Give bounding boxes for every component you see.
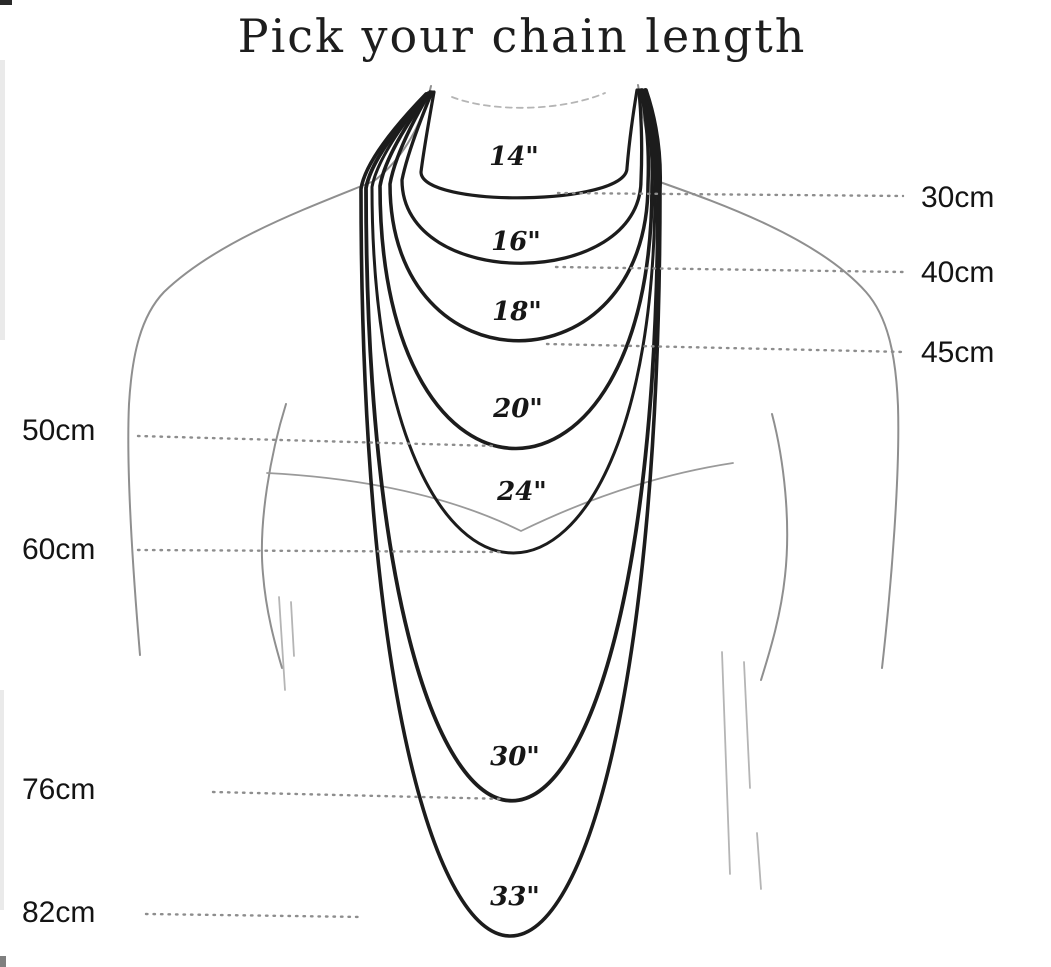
leader-line-45cm (545, 342, 907, 354)
inch-label-16in: 16" (491, 227, 541, 257)
scan-smudge-left-edge (0, 60, 5, 340)
leader-line-82cm (144, 912, 364, 919)
inch-label-18in: 18" (492, 297, 542, 327)
chain-curve-33in (359, 88, 663, 938)
torso-side-right-line (760, 413, 789, 681)
scan-mark-top-left (0, 0, 12, 5)
shoulder-arm-left-line (127, 180, 375, 656)
scan-mark-bottom-left (0, 956, 6, 967)
cm-labels: 30cm 40cm 45cm 50cm 60cm 76cm 82cm (22, 181, 994, 929)
inch-labels: 14" 16" 18" 20" 24" 30" 33" (489, 142, 547, 912)
arm-detail-left-2 (290, 601, 295, 657)
inch-label-14in: 14" (489, 142, 539, 172)
leader-line-50cm (136, 434, 497, 448)
scan-smudge-left-edge-lower (0, 690, 4, 910)
leader-lines (136, 191, 907, 919)
inch-label-24in: 24" (496, 477, 547, 507)
chain-curve-20in (378, 88, 655, 451)
necklace-chains (359, 88, 663, 938)
leader-line-76cm (211, 790, 507, 801)
torso-side-left-line (260, 403, 287, 669)
chain-curve-16in (400, 88, 644, 265)
leader-line-30cm (556, 191, 905, 198)
inch-label-30in: 30" (490, 742, 540, 772)
torso-silhouette (127, 84, 900, 890)
chain-curve-18in (388, 88, 651, 343)
leader-line-40cm (554, 265, 905, 274)
cm-label-76cm: 76cm (22, 773, 95, 806)
arm-detail-right-3 (756, 832, 762, 890)
arm-detail-left-1 (278, 596, 286, 691)
cm-label-45cm: 45cm (921, 336, 994, 369)
cm-label-40cm: 40cm (921, 256, 994, 289)
arm-detail-right-1 (721, 651, 731, 875)
shoulder-arm-right-line (656, 180, 900, 669)
cm-label-30cm: 30cm (921, 181, 994, 214)
chain-curve-24in (370, 88, 657, 555)
bust-seam-line (266, 462, 734, 533)
page-title: Pick your chain length (238, 9, 807, 63)
arm-detail-right-2 (743, 661, 751, 789)
cm-label-50cm: 50cm (22, 414, 95, 447)
cm-label-60cm: 60cm (22, 533, 95, 566)
cm-label-82cm: 82cm (22, 896, 95, 929)
leader-line-60cm (136, 548, 502, 554)
chain-curve-14in (419, 88, 639, 200)
inch-label-33in: 33" (490, 882, 540, 912)
chain-curve-30in (364, 88, 661, 803)
inch-label-20in: 20" (492, 394, 543, 424)
chin-line (451, 92, 606, 109)
